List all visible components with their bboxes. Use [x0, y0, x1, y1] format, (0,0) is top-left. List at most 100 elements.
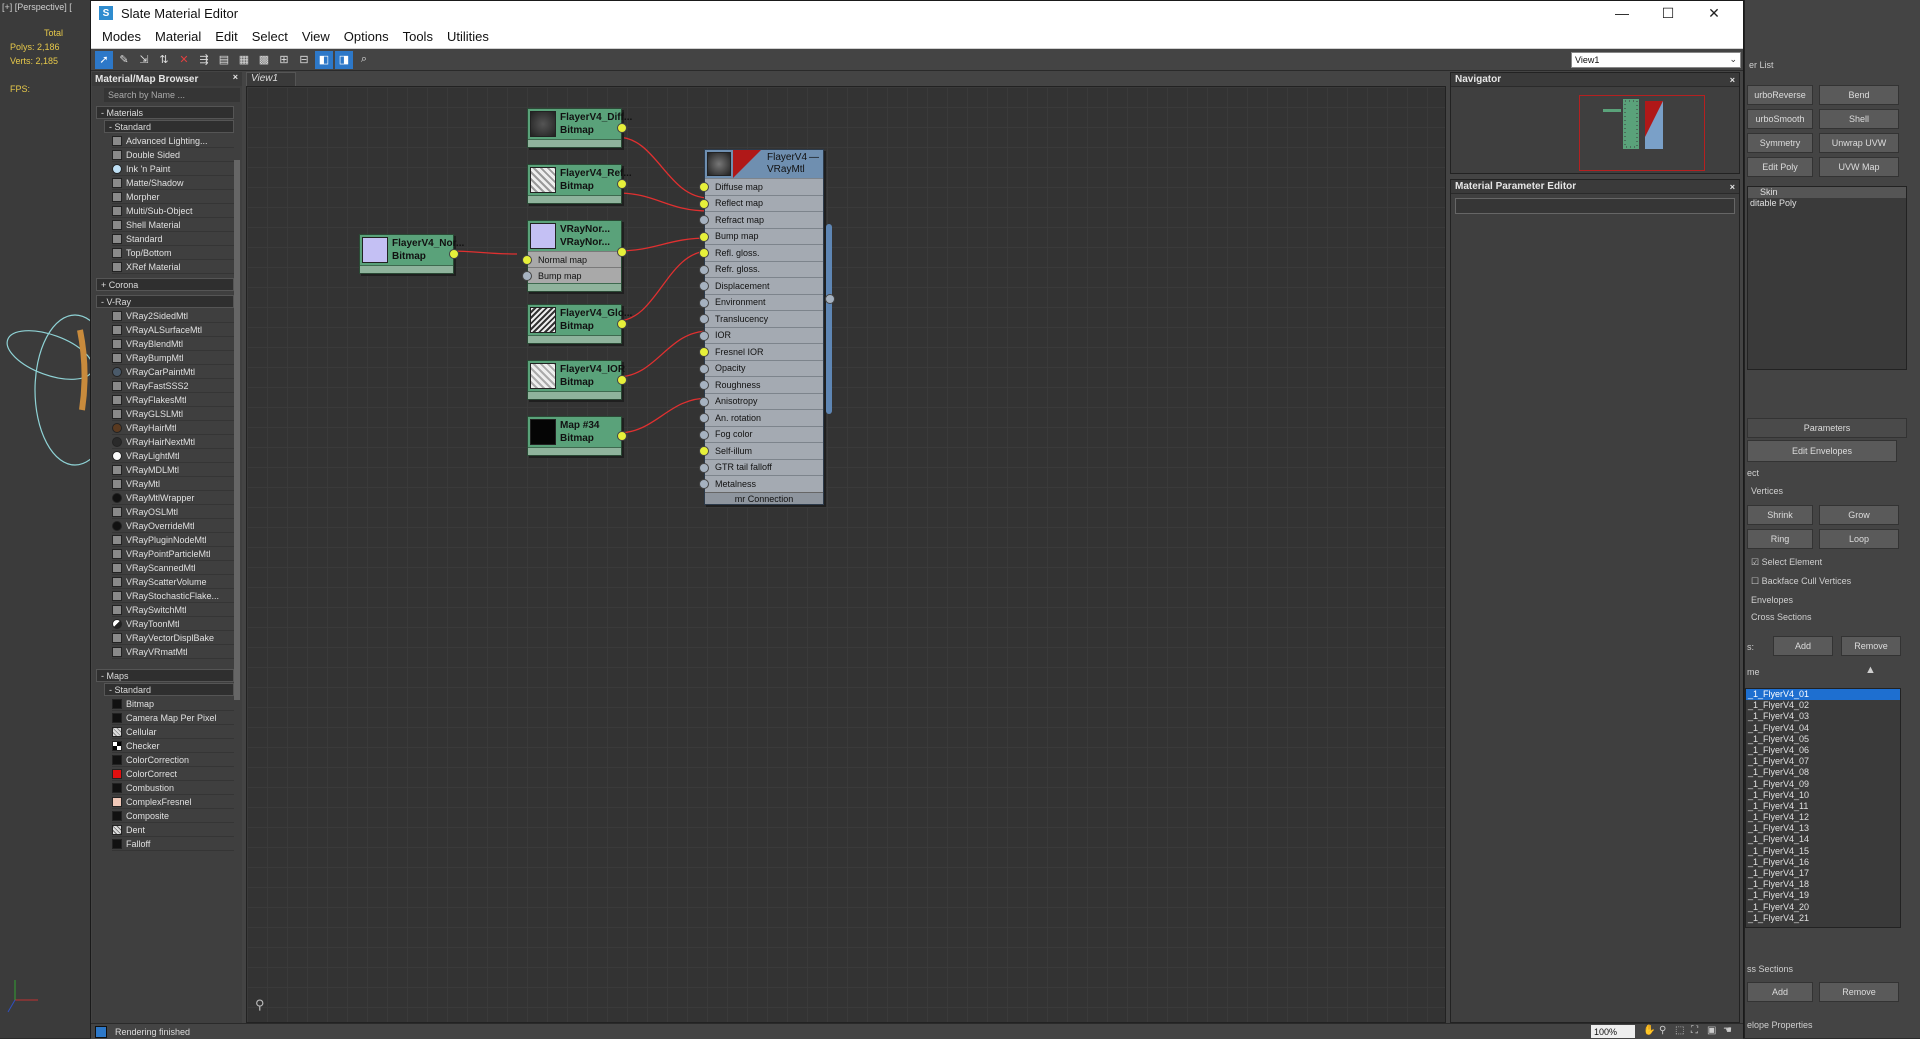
vray-material-item[interactable]: VRayPluginNodeMtl: [112, 533, 234, 547]
vraymtl-slot[interactable]: Anisotropy: [699, 392, 823, 409]
vray-material-item[interactable]: VRayMtlWrapper: [112, 491, 234, 505]
menu-utilities[interactable]: Utilities: [446, 29, 489, 44]
node-header[interactable]: FlayerV4_Ref...Bitmap: [528, 165, 632, 195]
turboreverse-button[interactable]: urboReverse: [1747, 85, 1813, 105]
standard-material-item[interactable]: Standard: [112, 232, 234, 246]
bone-list-item[interactable]: _1_FlyerV4_16: [1748, 856, 1810, 867]
slot-bump-map[interactable]: Bump map: [522, 267, 621, 283]
navigator-view-frame[interactable]: [1579, 95, 1705, 171]
node-header[interactable]: FlayerV4_Nor...Bitmap: [360, 235, 464, 265]
bone-list-item[interactable]: _1_FlyerV4_11: [1748, 800, 1809, 811]
map-item[interactable]: Camera Map Per Pixel: [112, 711, 234, 725]
navigator-panel[interactable]: Navigator ×: [1450, 72, 1740, 174]
bone-list-item[interactable]: _1_FlyerV4_10: [1748, 789, 1810, 800]
bone-list-item[interactable]: _1_FlyerV4_09: [1748, 778, 1810, 789]
hand-icon[interactable]: ☚: [1723, 1025, 1732, 1036]
zoom-field[interactable]: 100%: [1591, 1025, 1635, 1038]
menu-view[interactable]: View: [301, 29, 330, 44]
standard-material-item[interactable]: Shell Material: [112, 218, 234, 232]
backface-cull-checkbox[interactable]: ☐ Backface Cull Vertices: [1751, 576, 1852, 586]
vraymtl-slot[interactable]: Opacity: [699, 359, 823, 376]
vray-material-item[interactable]: VRayScatterVolume: [112, 575, 234, 589]
bone-list-item[interactable]: _1_FlyerV4_12: [1748, 812, 1810, 823]
node-flayer-reflect[interactable]: FlayerV4_Ref...Bitmap: [527, 164, 632, 204]
vray-group-header[interactable]: - V-Ray: [96, 295, 234, 308]
zoom-icon[interactable]: ⚲: [1659, 1025, 1667, 1036]
vraymtl-slot[interactable]: IOR: [699, 326, 823, 343]
vraymtl-output-socket[interactable]: [825, 294, 835, 304]
select-by-material-icon[interactable]: ⌕: [360, 53, 368, 65]
output-socket[interactable]: [617, 375, 627, 385]
vraymtl-slot[interactable]: Fresnel IOR: [699, 343, 823, 360]
vraymtl-slot[interactable]: Environment: [699, 293, 823, 310]
map-item[interactable]: Composite: [112, 809, 234, 823]
bones-list[interactable]: _1_FlyerV4_01_1_FlyerV4_02_1_FlyerV4_03_…: [1745, 688, 1901, 928]
map-item[interactable]: Falloff: [112, 837, 234, 851]
bone-list-item[interactable]: _1_FlyerV4_05: [1748, 733, 1810, 744]
layout-all-icon[interactable]: ⊞: [279, 54, 289, 66]
bone-list-item[interactable]: _1_FlyerV4_15: [1748, 845, 1810, 856]
map-item[interactable]: Cellular: [112, 725, 234, 739]
map-item[interactable]: Dent: [112, 823, 234, 837]
bone-list-item[interactable]: _1_FlyerV4_13: [1748, 823, 1810, 834]
pan-icon[interactable]: ✋: [1643, 1025, 1656, 1036]
binoculars-icon[interactable]: ⚲: [255, 997, 265, 1012]
bone-list-item[interactable]: _1_FlyerV4_20: [1748, 901, 1810, 912]
remove-bone-button[interactable]: Remove: [1841, 636, 1901, 656]
pick-material-icon[interactable]: ✎: [119, 54, 129, 66]
view-select-dropdown[interactable]: View1 ⌄: [1571, 52, 1741, 68]
vraymtl-slot[interactable]: Bump map: [699, 227, 823, 244]
move-children-icon[interactable]: ⇶: [199, 54, 209, 66]
param-name-field[interactable]: [1455, 198, 1735, 214]
menu-modes[interactable]: Modes: [102, 29, 142, 44]
browser-search-input[interactable]: Search by Name ...: [104, 88, 240, 102]
zoom-selected-icon[interactable]: ▣: [1707, 1025, 1717, 1036]
input-socket[interactable]: [699, 198, 709, 209]
grow-button[interactable]: Grow: [1819, 505, 1899, 525]
standard-material-item[interactable]: Ink 'n Paint: [112, 162, 234, 176]
menu-select[interactable]: Select: [251, 29, 288, 44]
select-tool-icon[interactable]: ➚: [95, 50, 113, 69]
collapse-icon[interactable]: —: [809, 152, 819, 163]
vray-material-item[interactable]: VRayToonMtl: [112, 617, 234, 631]
bone-list-item[interactable]: _1_FlyerV4_01: [1746, 689, 1900, 701]
map-item[interactable]: ColorCorrect: [112, 767, 234, 781]
zoom-extents-icon[interactable]: ⛶: [1691, 1025, 1698, 1036]
input-socket[interactable]: [699, 446, 709, 456]
map-item[interactable]: ComplexFresnel: [112, 795, 234, 809]
standard-material-item[interactable]: Matte/Shadow: [112, 176, 234, 190]
input-socket[interactable]: [699, 363, 709, 374]
edit-poly-button[interactable]: Edit Poly: [1747, 157, 1813, 177]
map-item[interactable]: Bitmap: [112, 697, 234, 711]
input-socket[interactable]: [699, 330, 709, 341]
assign-material-icon[interactable]: ⇅: [159, 54, 169, 66]
material-parameter-editor-icon[interactable]: ◧: [315, 50, 333, 69]
minimize-button[interactable]: —: [1615, 5, 1629, 21]
zoom-region-icon[interactable]: ⬚: [1675, 1025, 1685, 1036]
vraymtl-slot[interactable]: An. rotation: [699, 409, 823, 426]
vraymtl-slot[interactable]: Refl. gloss.: [699, 244, 823, 261]
input-socket[interactable]: [699, 479, 709, 489]
select-element-checkbox[interactable]: ☑ Select Element: [1751, 557, 1823, 567]
remove-section-button[interactable]: Remove: [1819, 982, 1899, 1002]
symmetry-button[interactable]: Symmetry: [1747, 133, 1813, 153]
vray-material-item[interactable]: VRayHairMtl: [112, 421, 234, 435]
input-socket[interactable]: [699, 297, 709, 308]
input-socket[interactable]: [699, 231, 709, 242]
node-vraynormalmap[interactable]: VRayNor...VRayNor... Normal map Bump map: [522, 220, 627, 292]
bone-list-item[interactable]: _1_FlyerV4_07: [1748, 756, 1810, 767]
input-socket[interactable]: [699, 429, 709, 440]
menu-material[interactable]: Material: [155, 29, 202, 44]
node-header[interactable]: FlayerV4_Diff...Bitmap: [528, 109, 632, 139]
input-socket[interactable]: [699, 462, 709, 473]
bone-list-item[interactable]: _1_FlyerV4_08: [1748, 767, 1810, 778]
maps-group-header[interactable]: - Maps: [96, 669, 234, 682]
menu-options[interactable]: Options: [343, 29, 389, 44]
vraymtl-slot[interactable]: Refract map: [699, 211, 823, 228]
bone-list-item[interactable]: _1_FlyerV4_04: [1748, 722, 1810, 733]
vraymtl-slot[interactable]: Translucency: [699, 310, 823, 327]
vray-material-item[interactable]: VRaySwitchMtl: [112, 603, 234, 617]
